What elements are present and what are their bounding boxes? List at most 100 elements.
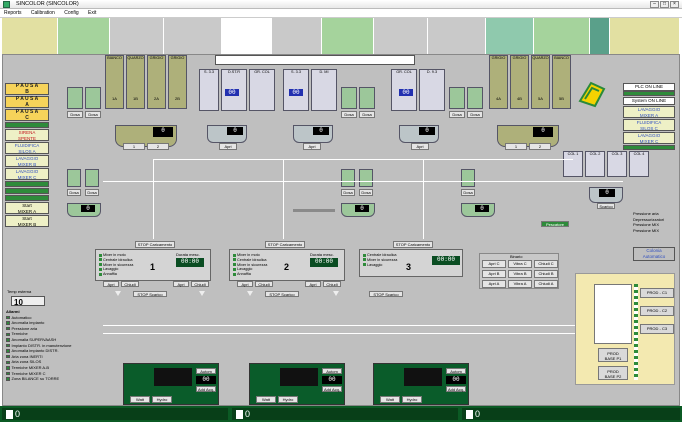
- sirena-status[interactable]: SIRENA SPENTE: [5, 129, 49, 141]
- watt-button[interactable]: Watt: [130, 396, 150, 403]
- prod-base-p1-button[interactable]: PROD BASE P1: [598, 348, 628, 362]
- apri-a-button[interactable]: Apri A: [482, 280, 506, 288]
- silo-tank[interactable]: S. 3.3: [199, 69, 219, 111]
- chiudi-button[interactable]: Chiudi: [191, 281, 209, 287]
- menu-reports[interactable]: Reports: [4, 10, 22, 16]
- watt-button[interactable]: Watt: [380, 396, 400, 403]
- mixer-3[interactable]: Centrale idraulica Mixer in sicurezza La…: [359, 249, 463, 277]
- prod-base-p2-button[interactable]: PROD BASE P2: [598, 366, 628, 380]
- vibra-a-button[interactable]: Vibra A: [508, 280, 532, 288]
- silo-tank[interactable]: D. MI: [311, 69, 337, 111]
- prod-c1-button[interactable]: PROD - C1: [640, 288, 674, 298]
- hydro-button[interactable]: Hydro: [402, 396, 422, 403]
- apri-button[interactable]: Apri: [411, 143, 429, 150]
- add-acq-button[interactable]: Add Acq.: [446, 386, 466, 392]
- dosa-button[interactable]: Dosa: [341, 189, 355, 196]
- aggregate-hopper[interactable]: [341, 87, 357, 109]
- apri-b-button[interactable]: Apri B: [482, 270, 506, 278]
- dosa-button[interactable]: Dosa: [85, 111, 101, 118]
- apri-button[interactable]: Apri: [173, 281, 189, 287]
- hydro-button[interactable]: Hydro: [152, 396, 172, 403]
- lavaggio-mixer-b-button[interactable]: LAVAGGIO MIXER B: [5, 155, 49, 167]
- mixer-1[interactable]: Mixer in moto Centrale idraulica Mixer i…: [95, 249, 211, 281]
- autom-button[interactable]: Autom: [322, 368, 342, 374]
- lavaggio-mixer-c-button[interactable]: LAVAGGIO MIXER C: [623, 132, 675, 144]
- lavaggio-mixer-a-button[interactable]: LAVAGGIO MIXER A: [623, 106, 675, 118]
- menu-calibration[interactable]: Calibration: [30, 10, 55, 16]
- silo-tank[interactable]: D. 9.3: [419, 69, 445, 111]
- stop-scarico-button-3[interactable]: STOP Scarico: [369, 291, 403, 297]
- minimize-button[interactable]: –: [650, 1, 659, 8]
- water-tank[interactable]: [67, 169, 81, 187]
- apri-button[interactable]: Apri: [305, 281, 321, 287]
- color-tank[interactable]: COL 3: [607, 151, 627, 177]
- dosa-button[interactable]: Dosa: [359, 111, 375, 118]
- weigh-button-2[interactable]: 2: [147, 143, 169, 150]
- chiudi-button[interactable]: Chiudi: [323, 281, 341, 287]
- lavaggio-mixer-c-button[interactable]: LAVAGGIO MIXER C: [5, 168, 49, 180]
- add-acq-button[interactable]: Add Acq.: [322, 386, 342, 392]
- water-tank[interactable]: [85, 169, 99, 187]
- vibra-c-button[interactable]: Vibra C: [508, 260, 532, 268]
- dosa-button[interactable]: Dosa: [449, 111, 465, 118]
- dosa-button[interactable]: Dosa: [67, 111, 83, 118]
- stop-caricamento-button-1[interactable]: STOP Caricamento: [135, 241, 175, 248]
- weigh-button-1[interactable]: 1: [123, 143, 145, 150]
- chiudi-a-button[interactable]: Chiudi A: [534, 280, 558, 288]
- autom-button[interactable]: Autom: [446, 368, 466, 374]
- color-tank[interactable]: COL 2: [585, 151, 605, 177]
- aggregate-hopper[interactable]: [67, 87, 83, 109]
- menu-exit[interactable]: Exit: [88, 10, 97, 16]
- stop-scarico-button-2[interactable]: STOP Scarico: [265, 291, 299, 297]
- chiudi-button[interactable]: Chiudi: [121, 281, 139, 287]
- hydro-button[interactable]: Hydro: [278, 396, 298, 403]
- apri-button[interactable]: Apri: [237, 281, 253, 287]
- aggregate-hopper[interactable]: [467, 87, 483, 109]
- apri-c-button[interactable]: Apri C: [482, 260, 506, 268]
- apri-button[interactable]: Apri: [219, 143, 237, 150]
- color-tank[interactable]: COL 4: [629, 151, 649, 177]
- add-acq-button[interactable]: Add Acq.: [196, 386, 216, 392]
- vibra-b-button[interactable]: Vibra B: [508, 270, 532, 278]
- aggregate-hopper[interactable]: [359, 87, 375, 109]
- weigh-button-1[interactable]: 1: [505, 143, 527, 150]
- scarico-button[interactable]: Scarico: [597, 203, 615, 209]
- close-button[interactable]: ×: [670, 1, 679, 8]
- menu-config[interactable]: Config: [64, 10, 79, 16]
- water-tank[interactable]: [341, 169, 355, 187]
- water-tank[interactable]: [359, 169, 373, 187]
- water-tank[interactable]: [461, 169, 475, 187]
- prod-c2-button[interactable]: PROD - C2: [640, 306, 674, 316]
- dosa-button[interactable]: Dosa: [67, 189, 81, 196]
- chiudi-button[interactable]: Chiudi: [255, 281, 273, 287]
- aggregate-hopper[interactable]: [449, 87, 465, 109]
- start-mixer-b-button[interactable]: Start MIXER B: [5, 215, 49, 227]
- prod-c3-button[interactable]: PROD - C3: [640, 324, 674, 334]
- silo-tank[interactable]: GR. COL: [249, 69, 275, 111]
- stop-caricamento-button-2[interactable]: STOP Caricamento: [265, 241, 305, 248]
- color-tank[interactable]: COL 1: [563, 151, 583, 177]
- start-mixer-a-button[interactable]: Start MIXER A: [5, 202, 49, 214]
- chiudi-c-button[interactable]: Chiudi C: [534, 260, 558, 268]
- pescatore-button[interactable]: Pescatore: [541, 221, 569, 227]
- dosa-button[interactable]: Dosa: [85, 189, 99, 196]
- dosa-button[interactable]: Dosa: [341, 111, 357, 118]
- stop-caricamento-button-3[interactable]: STOP Caricamento: [393, 241, 433, 248]
- stop-scarico-button-1[interactable]: STOP Scarico: [133, 291, 167, 297]
- dosa-button[interactable]: Dosa: [461, 189, 475, 196]
- maximize-button[interactable]: □: [660, 1, 669, 8]
- dosa-button[interactable]: Dosa: [467, 111, 483, 118]
- chiudi-b-button[interactable]: Chiudi B: [534, 270, 558, 278]
- weigh-button-2[interactable]: 2: [529, 143, 551, 150]
